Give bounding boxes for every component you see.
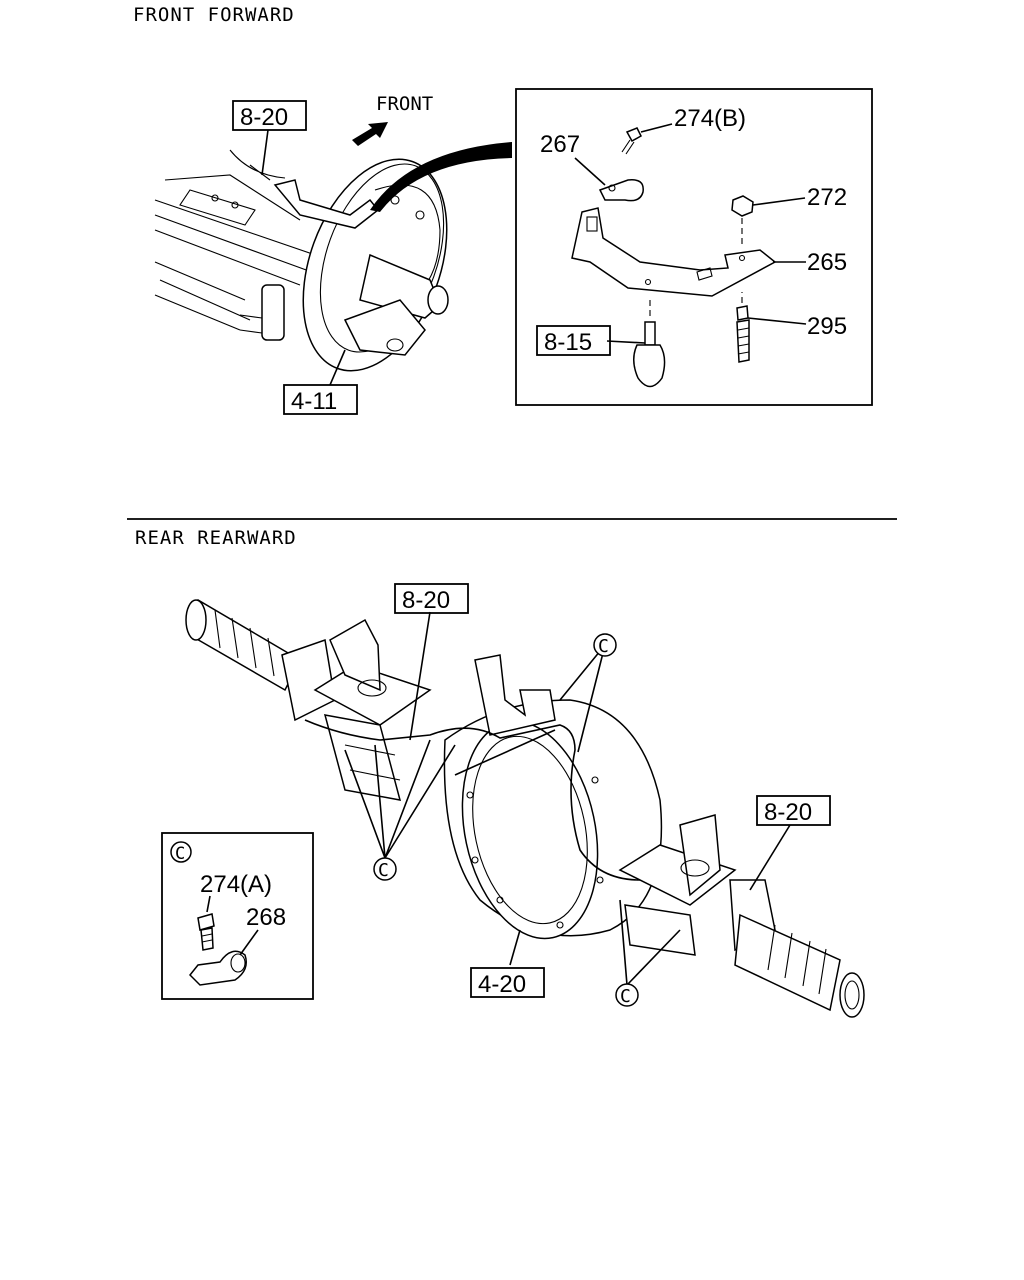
part-267-label: 267 <box>540 131 580 158</box>
front-section-title: FRONT FORWARD <box>133 4 295 26</box>
part-272-label: 272 <box>807 184 847 211</box>
ref-box-8-20-rear-left: 8-20 <box>394 583 469 614</box>
part-274a-label: 274(A) <box>200 871 272 898</box>
part-265-label: 265 <box>807 249 847 276</box>
part-274b-label: 274(B) <box>674 105 746 132</box>
front-axle-drawing <box>154 122 512 386</box>
bracket-inset <box>515 88 873 406</box>
ref-box-8-20-front: 8-20 <box>232 100 307 131</box>
clip-inset-c: C <box>161 832 314 1000</box>
part-295-label: 295 <box>807 313 847 340</box>
front-direction-label: FRONT <box>376 93 433 115</box>
ref-8-15-label: 8-15 <box>544 329 592 356</box>
ref-4-20-label: 4-20 <box>478 971 526 998</box>
ref-box-4-11: 4-11 <box>283 384 358 415</box>
ref-box-4-20: 4-20 <box>470 967 545 998</box>
ref-8-20-rear-right-label: 8-20 <box>764 799 812 826</box>
callout-c-top: C <box>593 633 617 657</box>
callout-c-left: C <box>373 857 397 881</box>
ref-box-8-15: 8-15 <box>536 325 611 356</box>
ref-8-20-rear-left-label: 8-20 <box>402 587 450 614</box>
ref-box-8-20-rear-right: 8-20 <box>756 795 831 826</box>
callout-c-left-label: C <box>378 860 389 881</box>
callout-c-bottom-label: C <box>620 986 631 1007</box>
part-268-label: 268 <box>246 904 286 931</box>
callout-c-bottom: C <box>615 983 639 1007</box>
ref-4-11-label: 4-11 <box>291 388 337 415</box>
ref-8-20-front-label: 8-20 <box>240 104 288 131</box>
rear-section-title: REAR REARWARD <box>135 527 297 549</box>
rear-axle-drawing <box>185 599 865 1018</box>
inset-c-marker: C <box>175 844 185 864</box>
callout-c-top-label: C <box>598 636 609 657</box>
